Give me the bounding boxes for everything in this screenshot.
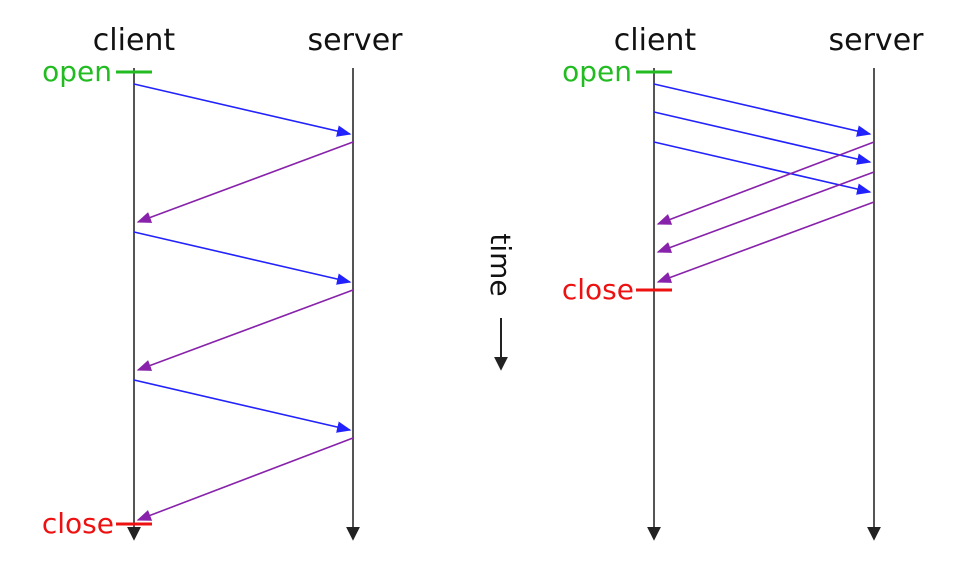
right-open-label: open <box>562 55 632 88</box>
right-request-arrow <box>653 111 872 165</box>
left-client-label: client <box>93 23 176 58</box>
right-request-arrow <box>653 141 872 195</box>
right-response-arrow <box>656 201 875 283</box>
time-label: time <box>484 233 517 296</box>
right-request-arrow <box>653 83 872 137</box>
left-request-arrow <box>133 379 352 433</box>
left-request-arrow <box>133 83 352 137</box>
left-open-label: open <box>42 55 112 88</box>
right-server-label: server <box>829 23 925 58</box>
left-response-arrow <box>136 437 354 521</box>
left-close-label: close <box>42 507 114 540</box>
left-response-arrow <box>136 141 354 223</box>
time-indicator: time <box>484 233 517 371</box>
right-panel: client server open close <box>562 23 925 541</box>
right-client-label: client <box>614 23 697 58</box>
right-close-label: close <box>562 273 634 306</box>
left-response-arrow <box>136 289 354 371</box>
left-panel: client server open close <box>42 23 404 541</box>
right-response-arrow <box>656 171 875 253</box>
right-response-arrow <box>656 141 875 225</box>
left-request-arrow <box>133 231 352 285</box>
left-server-label: server <box>308 23 404 58</box>
